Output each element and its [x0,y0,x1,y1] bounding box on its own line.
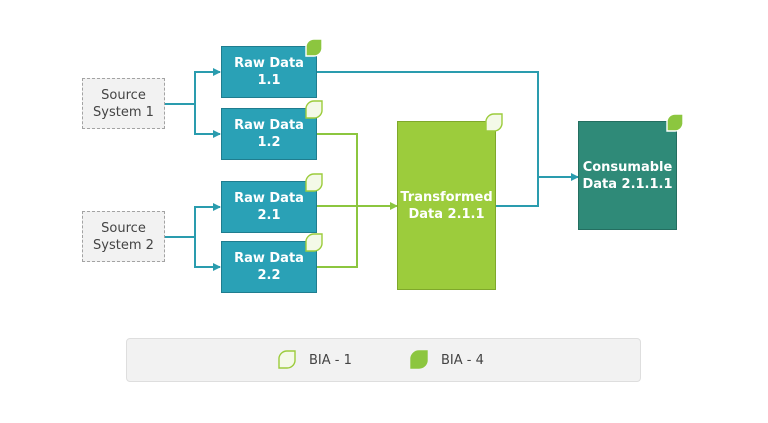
raw-data-2-2-line2: 2.2 [257,268,281,283]
source-system-1-line2: System 1 [93,104,154,120]
raw-data-2-1: Raw Data 2.1 [221,181,317,233]
leaf-filled-icon [410,350,428,369]
raw-data-1-2-line1: Raw Data [234,118,304,133]
arrow-source1-to-raw-1-1 [165,68,221,105]
leaf-outline-icon [305,173,323,192]
arrow-raw-1-2-to-transformed [317,133,398,210]
legend: BIA - 1 BIA - 4 [126,338,641,382]
transformed-line2: Data 2.1.1 [408,206,485,222]
raw-data-1-1-line1: Raw Data [234,56,304,71]
transformed-line1: Transformed [400,189,493,205]
legend-label-bia-4: BIA - 4 [441,352,484,368]
raw-data-2-2-line1: Raw Data [234,251,304,266]
consumable-line1: Consumable [582,159,673,175]
leaf-outline-icon [278,350,296,369]
raw-data-2-1-line2: 2.1 [257,208,281,223]
legend-label-bia-1: BIA - 1 [309,352,352,368]
legend-item-bia-1: BIA - 1 [277,350,352,370]
source-system-2-line2: System 2 [93,237,154,253]
raw-data-2-2: Raw Data 2.2 [221,241,317,293]
leaf-filled-icon [305,38,323,57]
legend-item-bia-4: BIA - 4 [409,350,484,370]
arrow-transformed-to-consumable [496,177,539,207]
leaf-outline-icon [305,100,323,119]
arrow-source2-to-raw-2-2 [194,237,221,271]
arrow-raw-1-1-to-consumable [317,71,579,181]
consumable-data-2-1-1-1: Consumable Data 2.1.1.1 [578,121,677,230]
source-system-2-line1: Source [101,220,146,236]
source-system-2: Source System 2 [82,211,165,262]
arrow-source2-to-raw-2-1 [165,203,221,238]
raw-data-1-2-line2: 1.2 [257,135,281,150]
arrow-raw-2-2-to-transformed [317,206,358,268]
raw-data-1-1-line2: 1.1 [257,73,281,88]
transformed-data-2-1-1: Transformed Data 2.1.1 [397,121,496,290]
leaf-filled-icon [666,113,684,132]
source-system-1: Source System 1 [82,78,165,129]
raw-data-1-1: Raw Data 1.1 [221,46,317,98]
leaf-outline-icon [305,233,323,252]
consumable-line2: Data 2.1.1.1 [582,176,673,192]
leaf-outline-icon [485,113,503,132]
raw-data-1-2: Raw Data 1.2 [221,108,317,160]
raw-data-2-1-line1: Raw Data [234,191,304,206]
arrow-source1-to-raw-1-2 [194,104,221,138]
source-system-1-line1: Source [101,87,146,103]
